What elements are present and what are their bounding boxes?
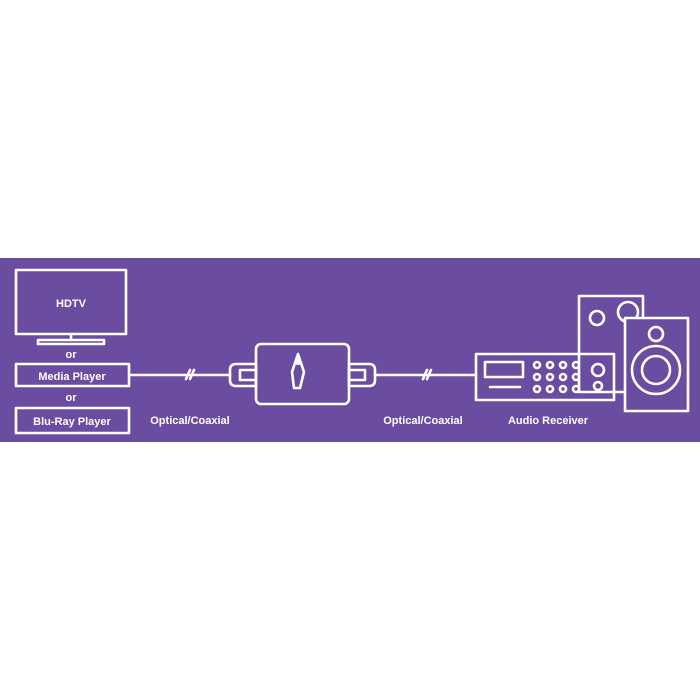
connection-diagram-banner: HDTV or Media Player or Blu-Ray Player O… [0, 258, 700, 442]
right-cable [373, 368, 478, 381]
blu-ray-player-label: Blu-Ray Player [33, 416, 111, 428]
converter-icon [228, 342, 377, 406]
left-cable [127, 368, 232, 381]
cable-right-label: Optical/Coaxial [383, 415, 462, 427]
cable-left-label: Optical/Coaxial [150, 415, 229, 427]
tv-icon [14, 268, 128, 346]
or-label-2: or [66, 392, 78, 404]
audio-receiver-label: Audio Receiver [508, 415, 589, 427]
media-player-label: Media Player [38, 371, 106, 383]
hdtv-label: HDTV [56, 298, 87, 310]
connection-diagram: HDTV or Media Player or Blu-Ray Player O… [14, 268, 690, 435]
blu-ray-player-box [14, 406, 131, 435]
speaker-icon [577, 294, 690, 413]
or-label-1: or [66, 349, 78, 361]
